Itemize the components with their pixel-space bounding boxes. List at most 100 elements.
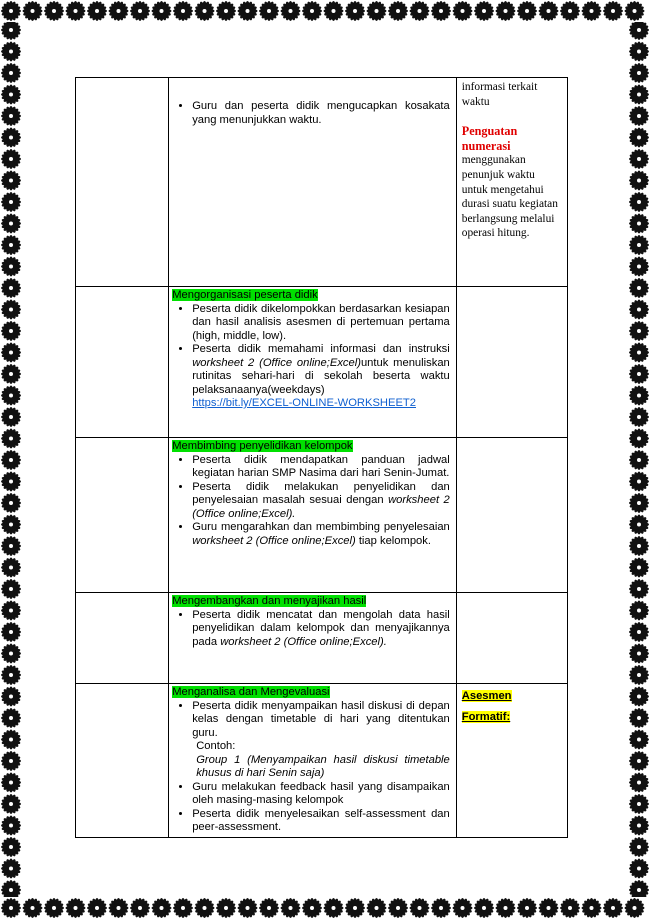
page-border-left: [0, 22, 22, 897]
activity-item: Peserta didik mendapatkan panduan jadwal…: [192, 454, 450, 481]
border-flower-icon: [581, 898, 602, 918]
border-flower-icon: [1, 321, 21, 341]
lesson-activity-table: Guru dan peserta didik mengucapkan kosak…: [74, 77, 569, 838]
border-flower-icon: [629, 364, 649, 384]
border-flower-icon: [216, 1, 236, 21]
border-flower-icon: [629, 127, 649, 148]
border-flower-icon: [629, 170, 649, 191]
border-flower-icon: [388, 1, 408, 21]
border-flower-icon: [629, 536, 649, 556]
activity-item: Peserta didik dikelompokkan berdasarkan …: [192, 303, 450, 344]
worksheet-link[interactable]: https://bit.ly/EXCEL-ONLINE-WORKSHEET2: [192, 397, 416, 409]
border-flower-icon: [302, 1, 322, 21]
border-flower-icon: [629, 880, 649, 897]
border-flower-icon: [629, 772, 649, 793]
border-flower-icon: [629, 600, 649, 621]
table-row: Mengembangkan dan menyajikan hasil Peser…: [74, 592, 569, 684]
example-label: Contoh:: [196, 740, 236, 752]
border-flower-icon: [1, 815, 21, 836]
activity-cell: Guru dan peserta didik mengucapkan kosak…: [168, 77, 457, 287]
border-flower-icon: [1, 41, 21, 62]
border-flower-icon: [259, 898, 279, 918]
border-flower-icon: [538, 898, 559, 918]
notes-cell: [455, 286, 569, 438]
border-flower-icon: [130, 898, 150, 918]
border-flower-icon: [1, 772, 21, 793]
border-flower-icon: [629, 557, 649, 578]
border-flower-icon: [1, 63, 21, 83]
border-flower-icon: [495, 1, 516, 21]
border-flower-icon: [452, 1, 473, 21]
border-flower-icon: [1, 643, 21, 664]
border-flower-icon: [87, 898, 107, 918]
assessment-label: Formatif:: [461, 711, 511, 723]
border-flower-icon: [517, 1, 537, 21]
table-row: Guru dan peserta didik mengucapkan kosak…: [74, 77, 569, 287]
border-flower-icon: [629, 41, 649, 62]
border-flower-icon: [345, 1, 365, 21]
border-flower-icon: [366, 898, 387, 918]
border-flower-icon: [173, 1, 193, 21]
border-flower-icon: [1, 880, 21, 897]
border-flower-icon: [1, 751, 21, 771]
numeracy-text: menggunakan penunjuk waktu untuk mengeta…: [461, 154, 558, 240]
activity-cell: Mengorganisasi peserta didik Peserta did…: [168, 286, 457, 438]
border-flower-icon: [629, 106, 649, 126]
border-flower-icon: [560, 1, 580, 21]
border-flower-icon: [108, 1, 129, 21]
border-flower-icon: [1, 536, 21, 556]
border-flower-icon: [629, 428, 649, 449]
border-flower-icon: [624, 1, 645, 21]
border-flower-icon: [259, 1, 279, 21]
border-flower-icon: [1, 84, 21, 105]
border-flower-icon: [151, 1, 172, 21]
border-flower-icon: [173, 898, 193, 918]
border-flower-icon: [560, 898, 580, 918]
border-flower-icon: [1, 235, 21, 255]
border-flower-icon: [495, 898, 516, 918]
border-flower-icon: [1, 170, 21, 191]
border-flower-icon: [1, 256, 21, 277]
border-flower-icon: [1, 299, 21, 320]
border-flower-icon: [629, 213, 649, 234]
border-flower-icon: [624, 898, 645, 918]
border-flower-icon: [603, 898, 623, 918]
activity-item: Guru dan peserta didik mengucapkan kosak…: [192, 100, 450, 127]
table-row: Mengorganisasi peserta didik Peserta did…: [74, 286, 569, 438]
border-flower-icon: [1, 213, 21, 234]
border-flower-icon: [431, 1, 451, 21]
notes-cell: [455, 592, 569, 684]
border-flower-icon: [629, 256, 649, 277]
border-flower-icon: [366, 1, 387, 21]
border-flower-icon: [629, 622, 649, 642]
border-flower-icon: [629, 385, 649, 406]
border-flower-icon: [1, 127, 21, 148]
activity-item: Guru mengarahkan dan membimbing penyeles…: [192, 521, 450, 548]
border-flower-icon: [629, 708, 649, 728]
notes-text: informasi terkait waktu: [461, 81, 538, 108]
border-flower-icon: [1, 837, 21, 857]
activity-item: Peserta didik melakukan penyelidikan dan…: [192, 481, 450, 522]
border-flower-icon: [1, 407, 21, 427]
border-flower-icon: [474, 1, 494, 21]
border-flower-icon: [323, 1, 344, 21]
border-flower-icon: [629, 22, 649, 40]
border-flower-icon: [1, 579, 21, 599]
activity-cell: Mengembangkan dan menyajikan hasil Peser…: [168, 592, 457, 684]
border-flower-icon: [1, 1, 21, 21]
border-flower-icon: [194, 1, 215, 21]
border-flower-icon: [302, 898, 322, 918]
border-flower-icon: [108, 898, 129, 918]
border-flower-icon: [1, 557, 21, 578]
border-flower-icon: [629, 235, 649, 255]
assessment-label: Asesmen: [461, 690, 512, 702]
border-flower-icon: [323, 898, 344, 918]
stage-cell: [74, 437, 170, 593]
border-flower-icon: [44, 1, 64, 21]
border-flower-icon: [1, 600, 21, 621]
border-flower-icon: [44, 898, 64, 918]
border-flower-icon: [581, 1, 602, 21]
border-flower-icon: [1, 708, 21, 728]
border-flower-icon: [22, 1, 43, 21]
border-flower-icon: [452, 898, 473, 918]
